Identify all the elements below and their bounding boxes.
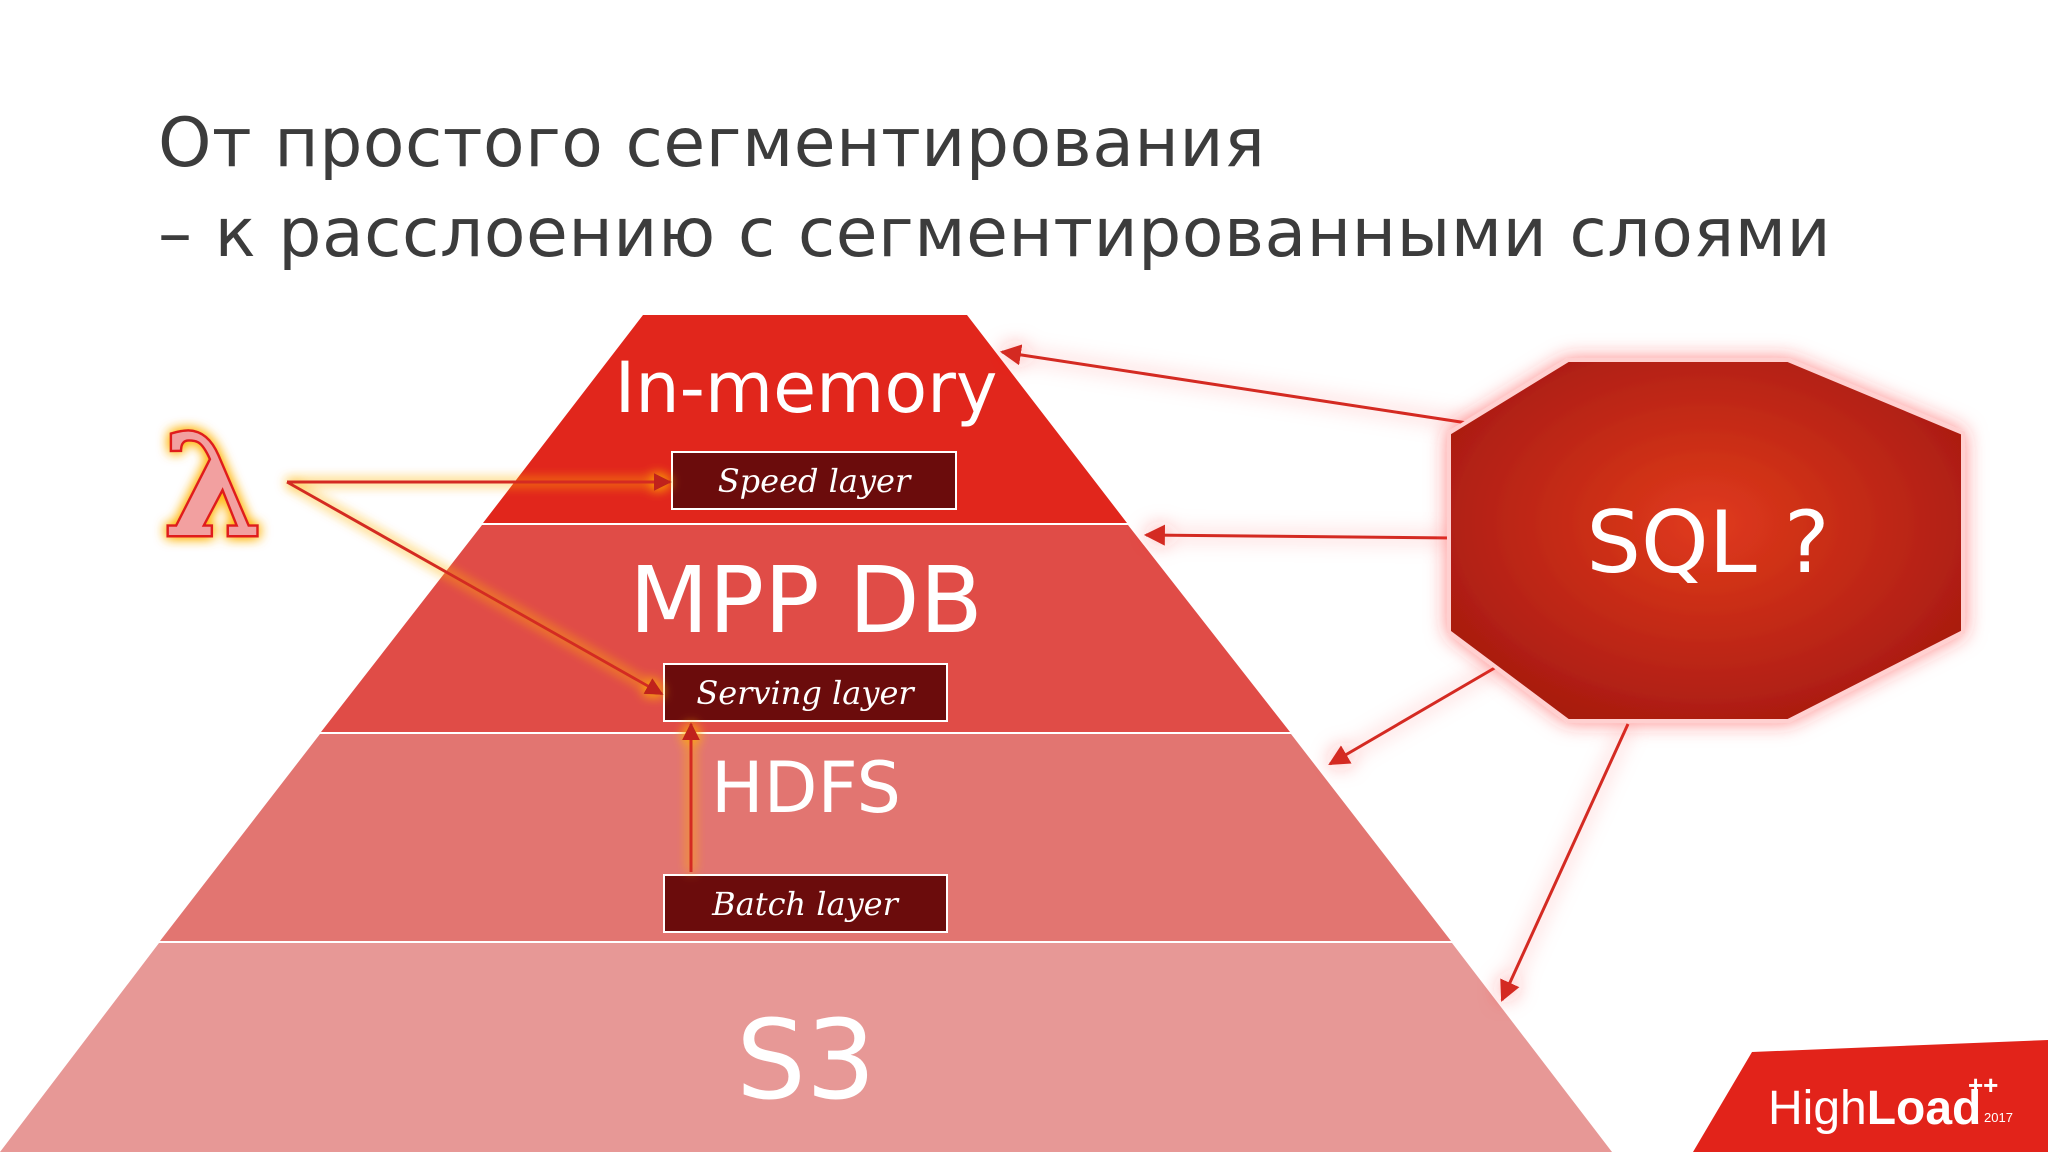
speed-layer-box: Speed layer xyxy=(671,451,957,510)
tier-hdfs-label: HDFS xyxy=(711,747,901,829)
sql-label: SQL ? xyxy=(1586,493,1829,593)
tier-s3 xyxy=(0,943,1612,1152)
lambda-icon: λ xyxy=(164,405,262,569)
tier-hdfs xyxy=(160,734,1451,941)
slide-title-line-2: – к расслоению с сегментированными слоям… xyxy=(158,194,1832,273)
tier-mpp-db xyxy=(321,525,1290,732)
serving-layer-label: Serving layer xyxy=(696,674,915,712)
logo-year-text: 2017 xyxy=(1984,1110,2013,1125)
logo-load-text: Load xyxy=(1867,1082,1982,1135)
tier-s3-label: S3 xyxy=(736,996,876,1124)
tier-in-memory xyxy=(483,315,1127,523)
logo-high-text: High xyxy=(1768,1082,1867,1135)
logo-plus-text: ++ xyxy=(1968,1070,1998,1100)
lambda-to-serving-arrow xyxy=(286,480,664,696)
svg-text:HighLoad: HighLoad xyxy=(1768,1082,1981,1135)
speed-layer-label: Speed layer xyxy=(718,462,912,500)
sql-to-hdfs-arrow xyxy=(1328,664,1499,766)
sql-octagon: SQL ? xyxy=(1447,358,1965,723)
sql-to-in-memory-arrow xyxy=(999,344,1501,430)
highload-logo: HighLoad ++ 2017 xyxy=(1693,1040,2048,1152)
batch-layer-label: Batch layer xyxy=(711,885,899,923)
sql-to-s3-arrow xyxy=(1500,723,1630,1002)
tier-mpp-db-label: MPP DB xyxy=(629,547,983,654)
slide-title-line-1: От простого сегментирования xyxy=(158,104,1266,183)
lambda-arrows xyxy=(286,473,700,872)
sql-arrows xyxy=(999,344,1630,1002)
serving-layer-box: Serving layer xyxy=(663,663,948,722)
tier-in-memory-label: In-memory xyxy=(615,347,998,429)
sql-to-mpp-db-arrow xyxy=(1143,524,1453,546)
batch-layer-box: Batch layer xyxy=(663,874,948,933)
